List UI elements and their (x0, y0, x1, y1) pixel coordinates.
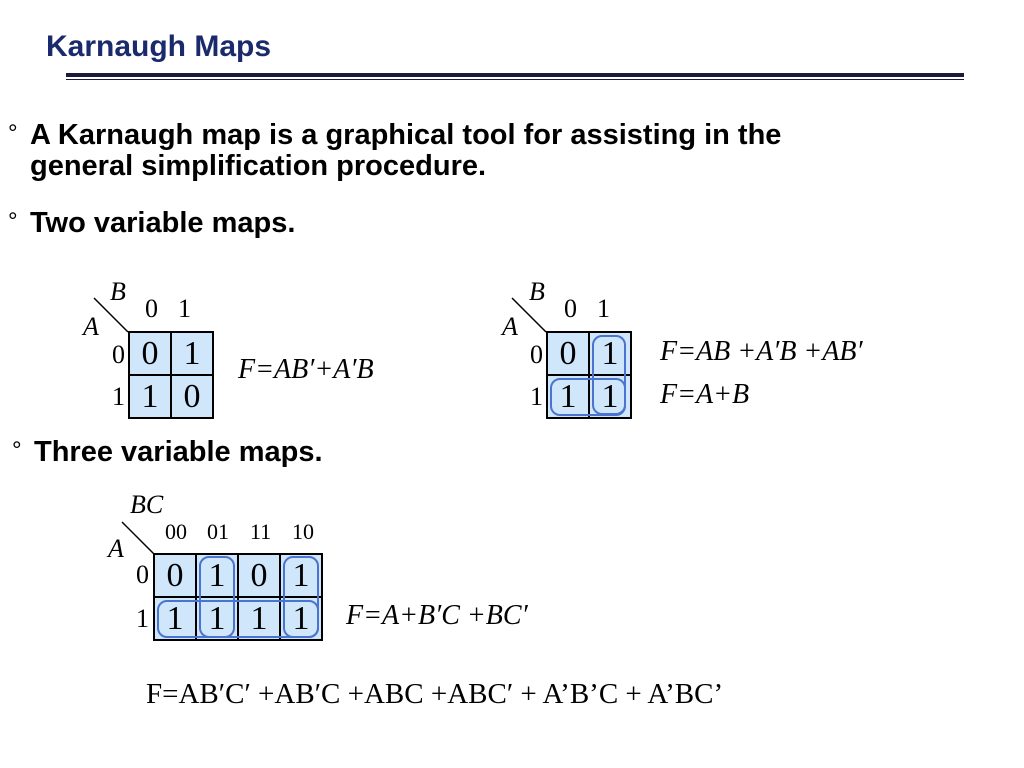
kmap-cell: 0 (153, 553, 197, 598)
kmap-corner-diagonal (511, 297, 547, 333)
kmap-col-label: 11 (250, 519, 272, 544)
kmap-cell: 0 (128, 331, 172, 376)
kmap-col-label: 1 (178, 294, 191, 323)
kmap-equation: F=AB′+A′B (238, 354, 374, 385)
kmap-cell: 0 (170, 374, 214, 419)
kmap-group-loop (283, 556, 319, 638)
bullet-intro: ° A Karnaugh map is a graphical tool for… (8, 120, 968, 182)
kmap-equation: F=A+B′C +BC′ (346, 600, 528, 631)
kmap-col-label: 1 (597, 294, 610, 323)
kmap-col-label: 0 (145, 294, 158, 323)
kmap-row-label: 1 (530, 382, 543, 411)
kmap-col-label: 10 (292, 519, 314, 544)
kmap-col-label: 0 (564, 294, 577, 323)
kmap-row-label: 1 (112, 382, 125, 411)
bullet-marker: ° (8, 120, 18, 147)
kmap-cell: 1 (237, 596, 281, 641)
kmap-row-label: 1 (136, 604, 149, 633)
kmap-col-label: 00 (165, 519, 187, 544)
bullet-marker: ° (8, 208, 18, 235)
bullet-three-variable: ° Three variable maps. (12, 437, 323, 468)
slide-title: Karnaugh Maps (46, 30, 272, 63)
kmap-corner-diagonal (93, 297, 129, 333)
kmap-row-label: 0 (530, 340, 543, 369)
kmap-row-variable: A (83, 312, 99, 341)
title-underline-thin (66, 79, 964, 80)
bullet-two-variable-text: Two variable maps. (30, 207, 296, 239)
full-sum-of-products-equation: F=AB′C′ +AB′C +ABC +ABC′ + A’B’C + A’BC’ (146, 678, 724, 710)
bullet-intro-line1: A Karnaugh map is a graphical tool for a… (30, 119, 782, 151)
kmap-cell: 0 (237, 553, 281, 598)
kmap-col-variable: BC (130, 490, 164, 519)
kmap-equation-simplified: F=A+B (660, 379, 750, 410)
kmap-cell: 0 (546, 331, 590, 376)
title-underline (66, 73, 964, 77)
kmap-equation: F=AB +A′B +AB′ (660, 336, 863, 367)
bullet-marker: ° (12, 437, 22, 464)
kmap-col-variable: B (110, 277, 126, 306)
kmap-row-variable: A (108, 534, 124, 563)
kmap-cell: 1 (170, 331, 214, 376)
kmap-group-loop (199, 556, 235, 638)
kmap-row-variable: A (502, 312, 518, 341)
kmap-cell: 1 (128, 374, 172, 419)
kmap-row-label: 0 (136, 560, 149, 589)
bullet-three-variable-text: Three variable maps. (34, 436, 323, 468)
kmap-row-label: 0 (112, 340, 125, 369)
kmap-group-loop (592, 335, 626, 415)
kmap-col-variable: B (529, 277, 545, 306)
bullet-intro-line2: general simplification procedure. (30, 150, 487, 182)
kmap-corner-diagonal (121, 521, 157, 557)
kmap-col-label: 01 (207, 519, 229, 544)
bullet-two-variable: ° Two variable maps. (8, 208, 295, 239)
